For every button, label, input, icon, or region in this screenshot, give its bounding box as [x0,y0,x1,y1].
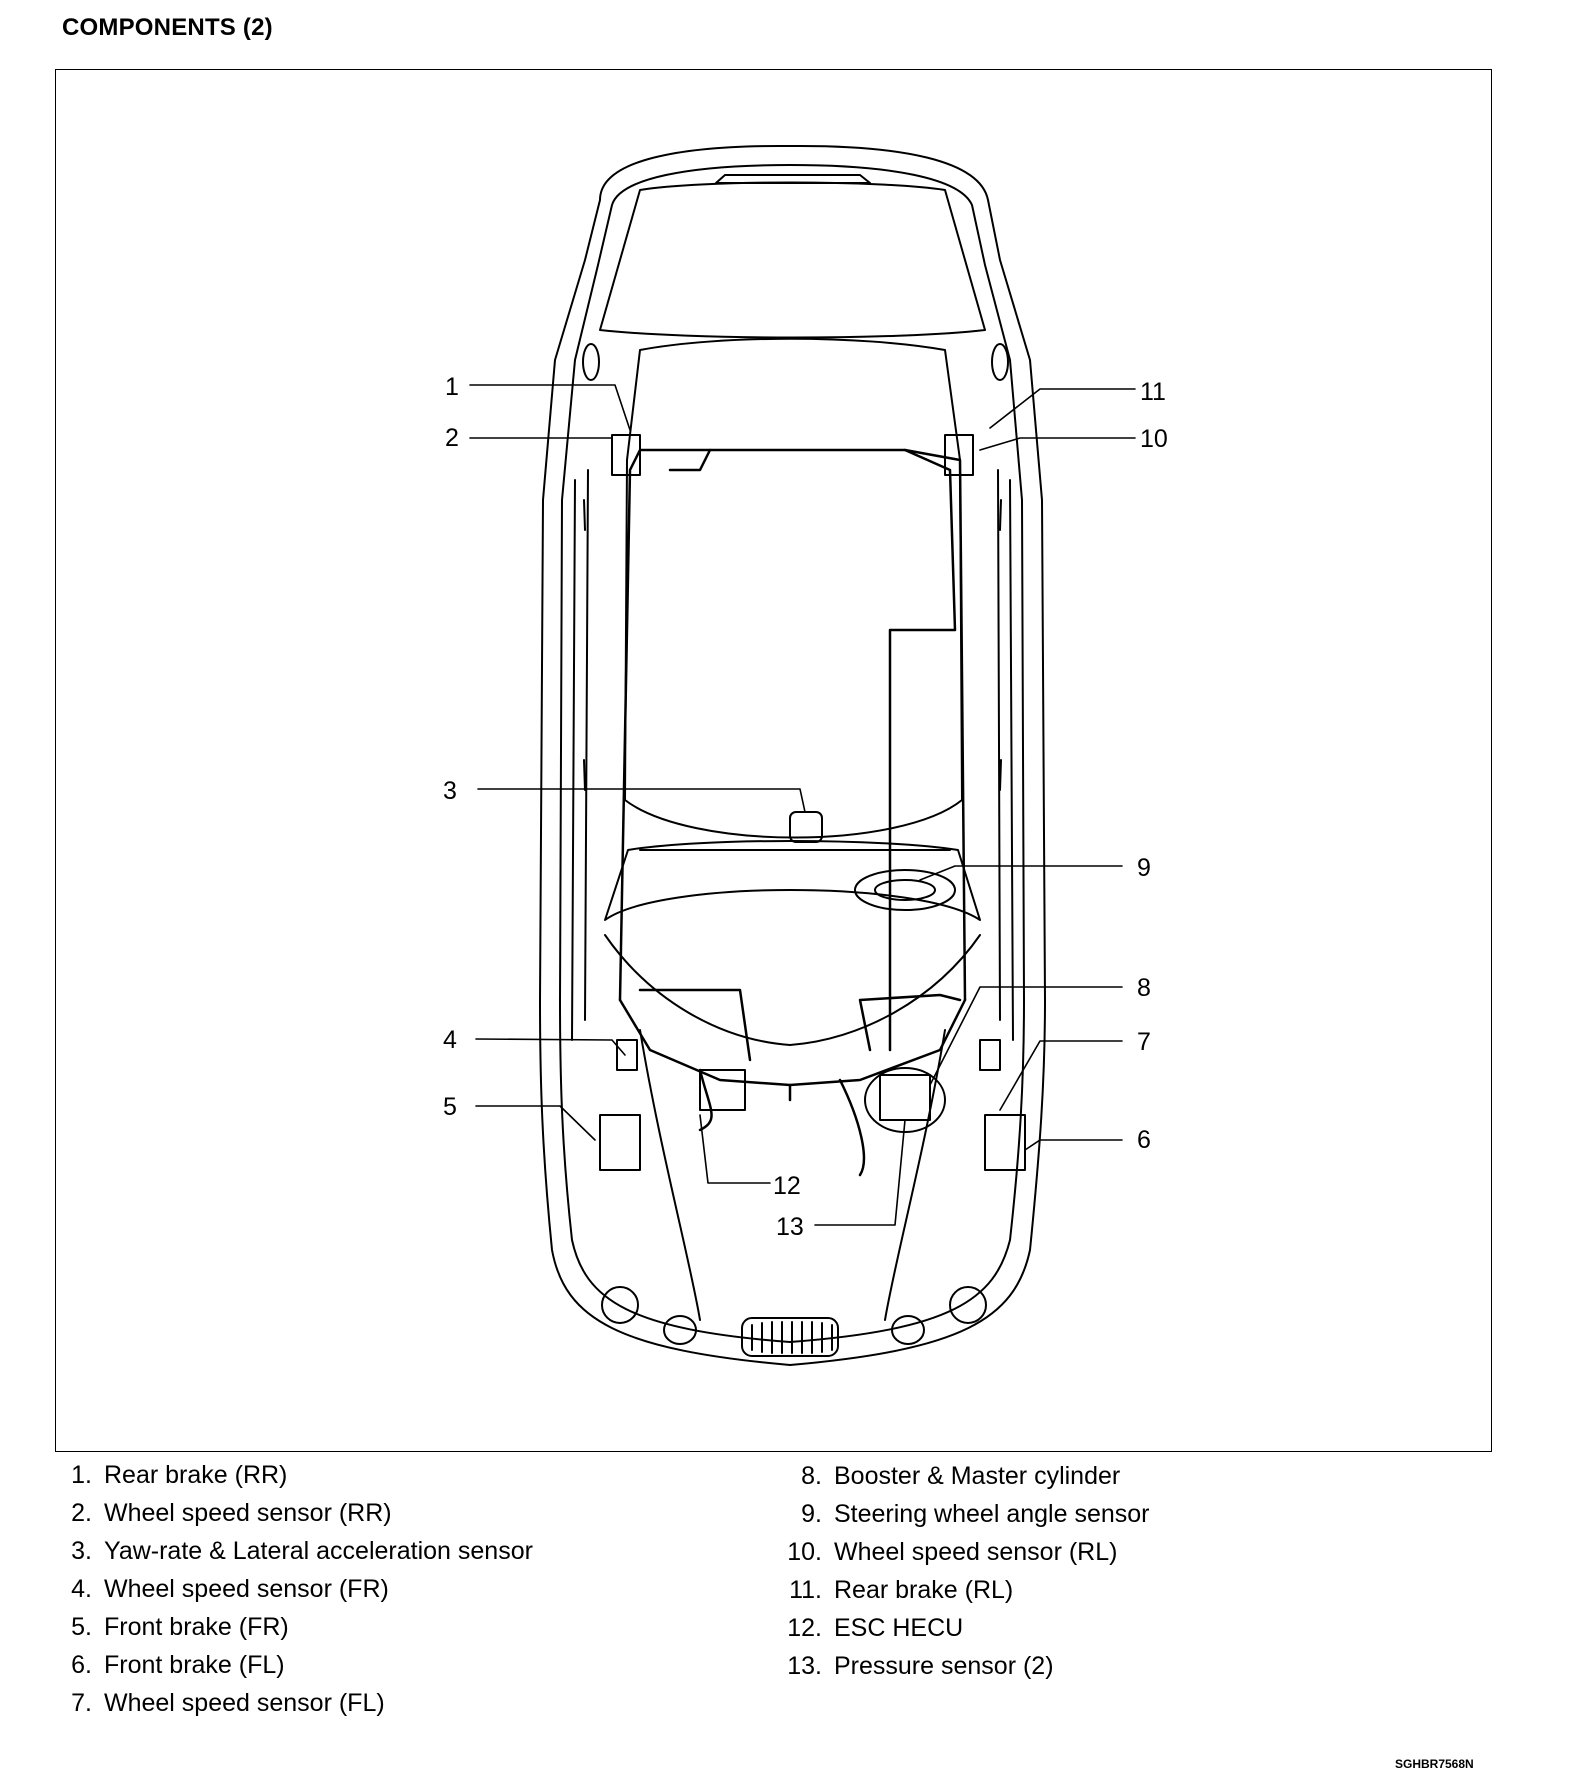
callout-11: 11 [1140,378,1166,406]
leader-10 [979,437,1136,451]
diagram-frame [55,69,1492,1452]
callout-10: 10 [1140,425,1168,453]
leader-8 [929,986,1123,1086]
hood-outline [604,934,981,1046]
leader-4 [475,1038,626,1056]
legend-item: 13.Pressure sensor (2) [787,1652,1054,1680]
leader-11 [989,388,1136,429]
leader-12 [699,1114,771,1184]
headlight-left [949,1286,987,1324]
legend-left: 1.Rear brake (RR) 2.Wheel speed sensor (… [62,1456,533,1722]
legend-item: 9.Steering wheel angle sensor [801,1500,1150,1528]
legend-item: 4.Wheel speed sensor (FR) [71,1575,389,1603]
legend-item: 11.Rear brake (RL) [789,1576,1014,1604]
legend-item: 5.Front brake (FR) [71,1613,289,1641]
callout-2: 2 [445,424,459,452]
leader-1 [469,384,631,431]
esc-hecu [699,1069,746,1111]
brake-rl [944,434,974,476]
legend-item: 10.Wheel speed sensor (RL) [787,1538,1118,1566]
brake-fr [599,1114,641,1171]
callout-6: 6 [1137,1126,1151,1154]
yaw-rate-sensor [789,811,823,843]
callout-9: 9 [1137,854,1151,882]
callout-1: 1 [445,373,459,401]
roof-outline [624,337,963,839]
leader-6 [1024,1139,1123,1151]
legend-item: 6.Front brake (FL) [71,1651,285,1679]
legend-item: 7.Wheel speed sensor (FL) [71,1689,385,1717]
legend-item: 3.Yaw-rate & Lateral acceleration sensor [71,1537,533,1565]
legend-item: 2.Wheel speed sensor (RR) [71,1499,392,1527]
callout-12: 12 [773,1172,801,1200]
leader-3 [477,788,806,813]
callout-13: 13 [776,1213,804,1241]
leader-9 [919,865,1123,881]
callout-5: 5 [443,1093,457,1121]
headlight-right [601,1286,639,1324]
grille [741,1317,839,1357]
callout-4: 4 [443,1026,457,1054]
brake-line-main [668,448,957,1052]
brake-fl [984,1114,1026,1171]
page-title: COMPONENTS (2) [62,14,273,41]
booster-master-cylinder [864,1067,946,1133]
car-body-outline [539,144,1046,1366]
legend-right: 8.Booster & Master cylinder 9.Steering w… [776,1457,1149,1685]
callout-7: 7 [1137,1028,1151,1056]
callout-8: 8 [1137,974,1151,1002]
leader-5 [475,1105,596,1141]
legend-item: 8.Booster & Master cylinder [801,1462,1121,1490]
brake-rr [611,434,641,476]
steering-wheel [854,869,956,911]
legend-item: 12.ESC HECU [787,1614,964,1642]
leader-7 [999,1040,1123,1111]
legend-item: 1.Rear brake (RR) [71,1461,288,1489]
callout-3: 3 [443,777,457,805]
leader-13 [814,1119,906,1226]
figure-code: SGHBR7568N [1395,1757,1474,1771]
